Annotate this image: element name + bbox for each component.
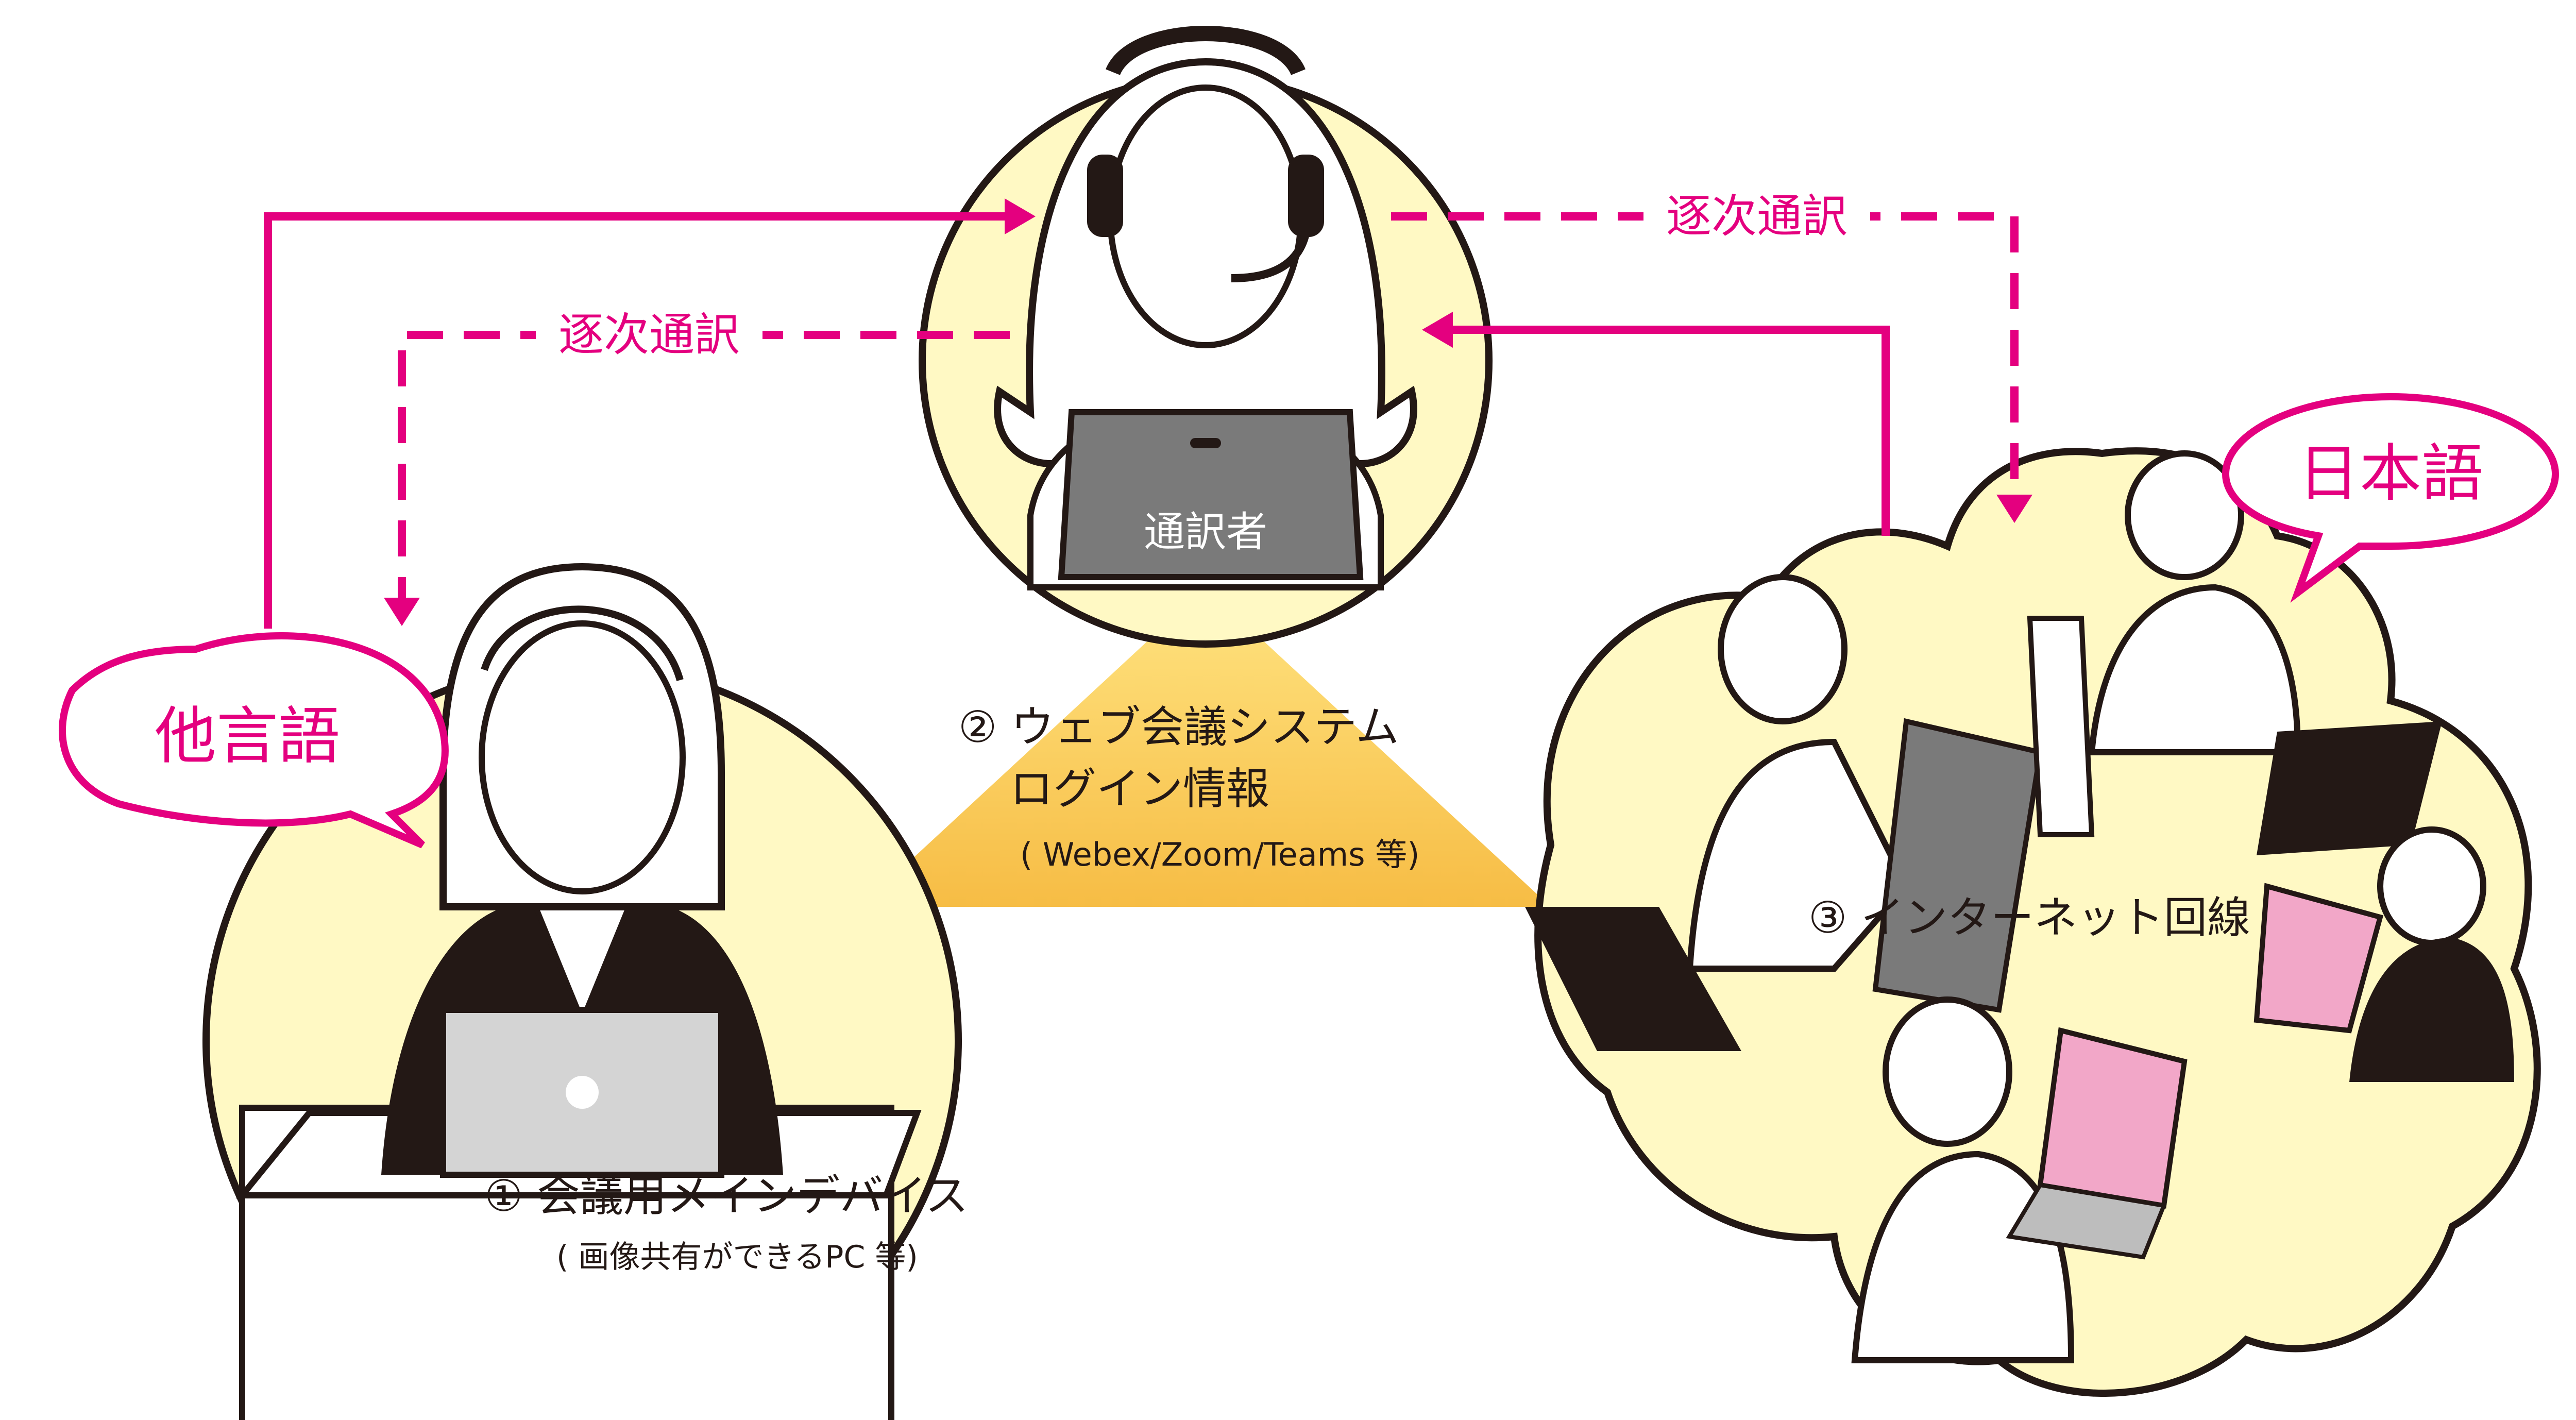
item1-title: ① 会議用メインデバイス	[484, 1171, 969, 1221]
arrow-right-solid	[1437, 326, 1890, 536]
label-bg-right	[1643, 185, 1870, 247]
projection-beam	[860, 587, 1551, 907]
arrow-left-solid	[264, 212, 1020, 629]
headset-ear-right	[1288, 155, 1324, 237]
left-person-face	[479, 620, 686, 894]
interpreter-label: 通訳者	[1144, 508, 1267, 556]
headset-ear-left	[1087, 155, 1123, 237]
other-language-bubble-shape	[59, 632, 449, 849]
participant-man-chair	[2027, 616, 2095, 837]
participant-man-laptop	[2257, 721, 2442, 855]
japanese-bubble-shape	[2222, 393, 2560, 603]
interpreter-group: 通訳者	[919, 26, 1493, 648]
participant-bottom-laptop	[2037, 1027, 2188, 1209]
arrowhead-left-solid	[1005, 198, 1036, 234]
arrow-left-dashed	[398, 331, 1010, 608]
arrow-right-dashed	[1391, 212, 2019, 505]
left-participant-group	[202, 563, 962, 1420]
headset-icon	[1106, 26, 1306, 76]
participant-woman-body	[1686, 738, 1910, 972]
item2-title: ② ウェブ会議システム	[958, 702, 1399, 752]
apple-logo-icon	[566, 1076, 599, 1109]
japanese-label: 日本語	[2298, 438, 2483, 510]
participant-right-head	[2377, 826, 2486, 946]
participant-bottom-body	[1851, 1151, 2075, 1363]
item2-subtitle: ログイン情報	[1010, 764, 1269, 814]
consecutive-label-left: 逐次通訳	[558, 308, 740, 361]
headset-mic	[1231, 231, 1310, 282]
other-language-bubble: 他言語	[59, 632, 449, 849]
interpreter-laptop	[1058, 409, 1364, 580]
participant-man-head	[2125, 450, 2244, 580]
japanese-bubble: 日本語	[2222, 393, 2560, 603]
label-bg-left	[536, 304, 762, 366]
participant-right-body	[2349, 938, 2514, 1082]
participant-right-laptop	[2253, 883, 2384, 1034]
arrowhead-right-solid	[1422, 312, 1453, 348]
participant-woman-laptop	[1525, 907, 1741, 1051]
item1-subtitle: ( 画像共有ができるPC 等)	[556, 1239, 918, 1275]
arrowhead-right-dashed	[1996, 495, 2032, 523]
participant-bottom-keyboard	[2006, 1182, 2167, 1260]
left-person-hair-top	[481, 605, 684, 681]
other-language-label: 他言語	[155, 701, 340, 772]
arrowhead-left-dashed	[384, 598, 420, 626]
laptop-camera	[1190, 438, 1221, 448]
participant-bottom-head	[1883, 996, 2012, 1147]
participant-woman-head	[1718, 574, 1848, 724]
interpreter-face	[1107, 84, 1304, 348]
arrows	[264, 198, 2032, 629]
participant-man-body	[2088, 584, 2301, 755]
consecutive-label-right: 逐次通訳	[1666, 190, 1848, 243]
item3-title: ③ インターネット回線	[1808, 892, 2250, 943]
participant-woman-chair	[1872, 718, 2043, 1013]
item2-note: ( Webex/Zoom/Teams 等)	[1020, 836, 1419, 873]
japanese-participants-group	[1525, 447, 2541, 1397]
